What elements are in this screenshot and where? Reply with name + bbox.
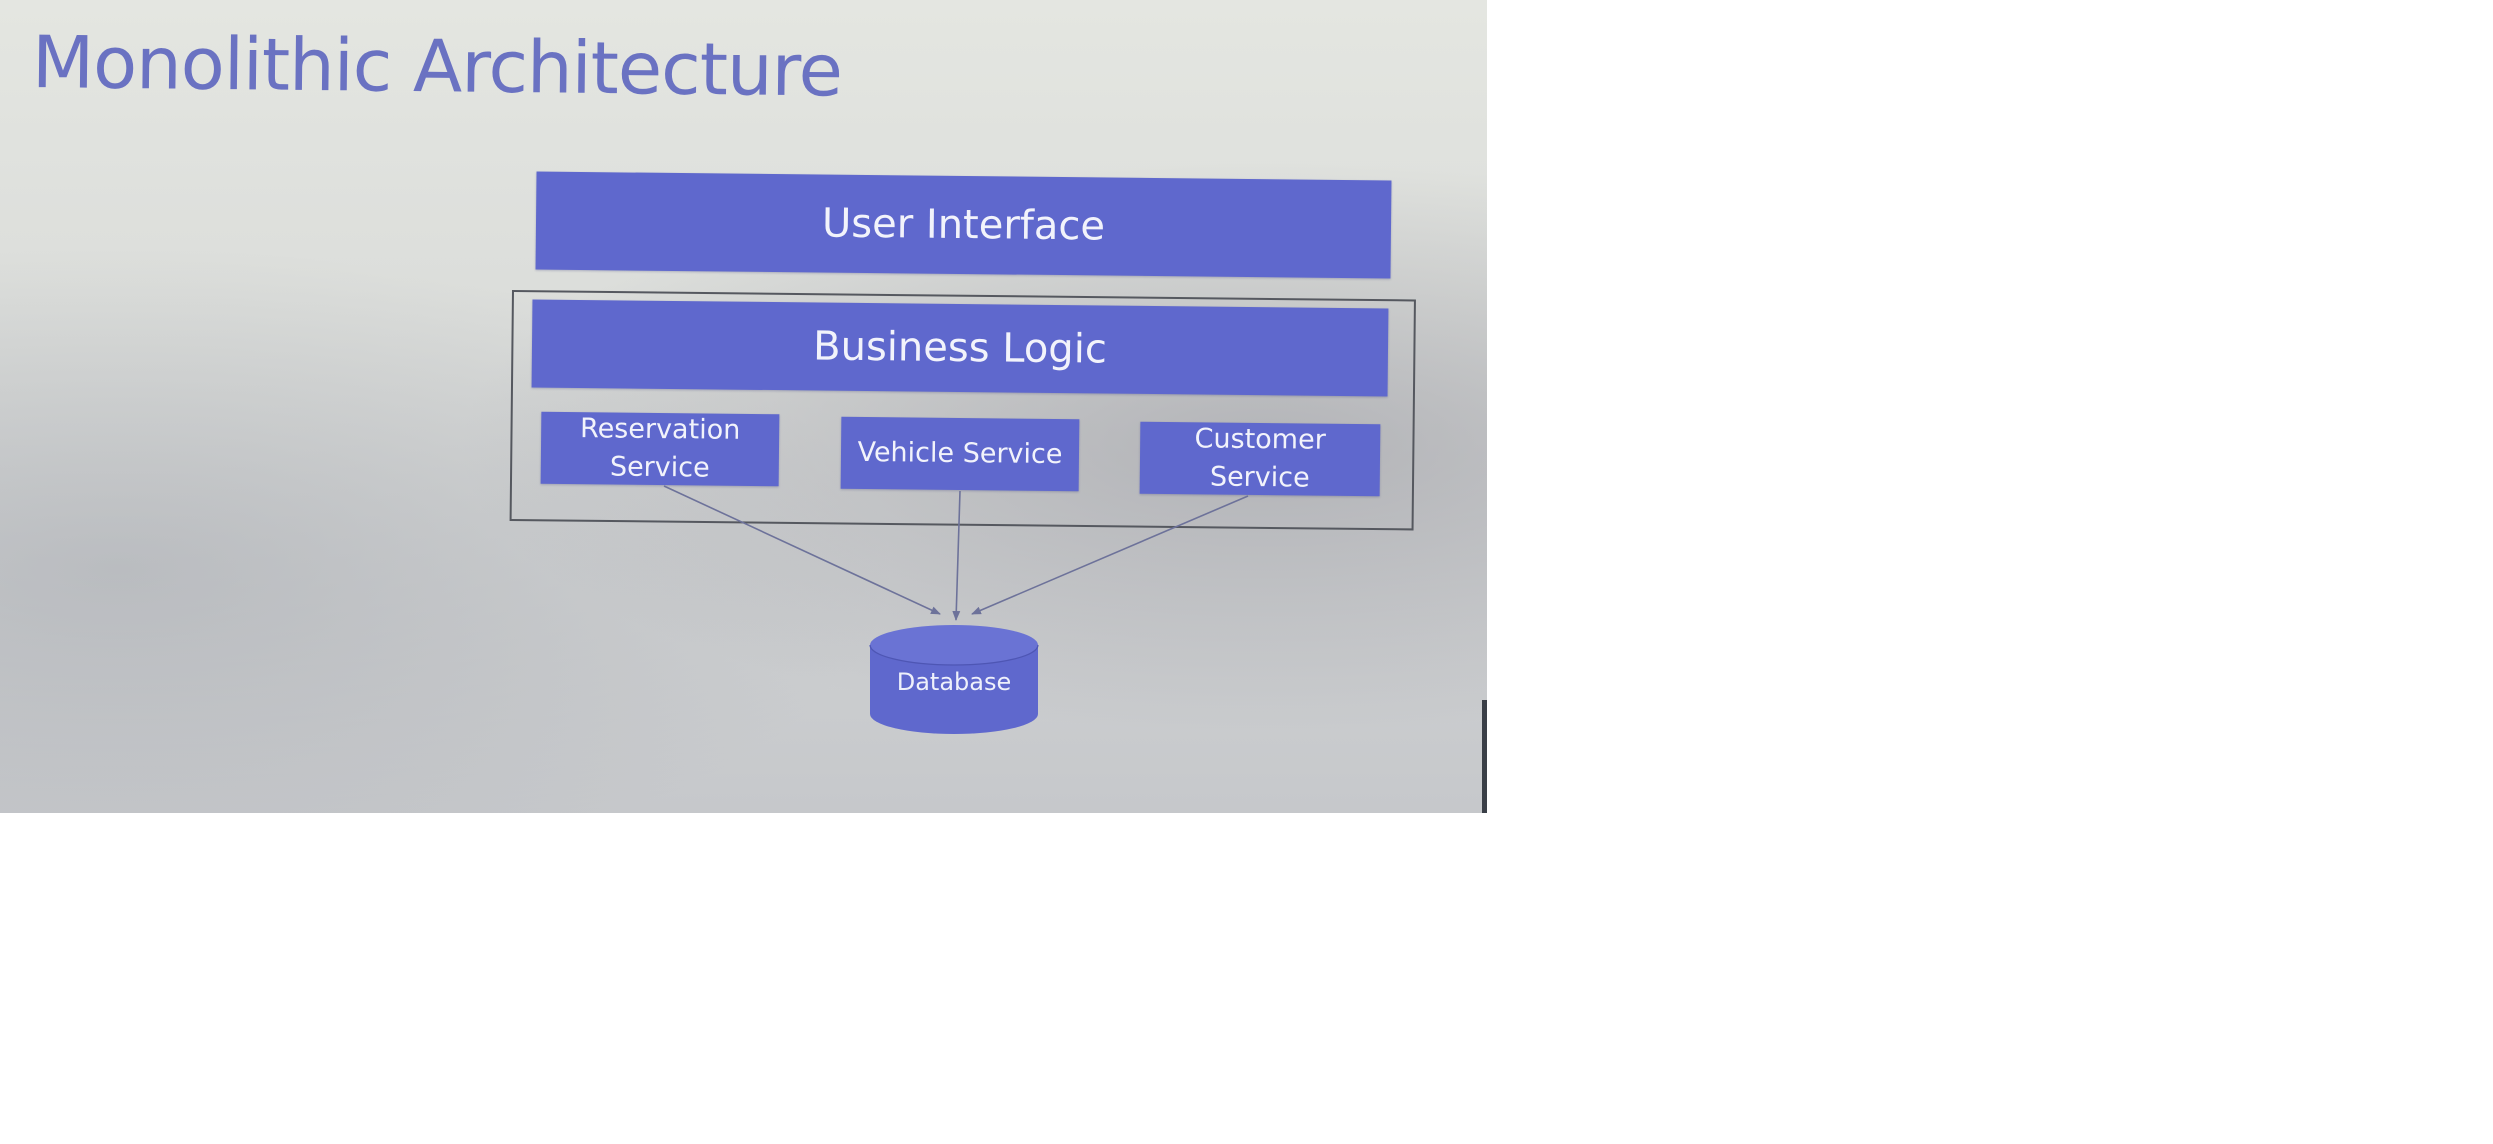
- slide-photo: Monolithic Architecture User Interface B…: [0, 0, 1487, 813]
- customer-service-line1: Customer: [1194, 423, 1326, 456]
- customer-service-line2: Service: [1209, 461, 1310, 494]
- database-label: Database: [896, 668, 1012, 696]
- reservation-service-box: Reservation Service: [540, 410, 780, 488]
- reservation-service-label: Reservation Service: [580, 410, 741, 488]
- vehicle-service-label: Vehicle Service: [857, 436, 1063, 471]
- vehicle-service-box: Vehicle Service: [840, 416, 1080, 492]
- business-logic-box: Business Logic: [531, 299, 1389, 397]
- customer-service-box: Customer Service: [1139, 420, 1381, 497]
- business-logic-label: Business Logic: [812, 323, 1108, 373]
- user-interface-label: User Interface: [821, 200, 1106, 250]
- reservation-service-line2: Service: [609, 451, 710, 484]
- slide-title: Monolithic Architecture: [31, 20, 843, 113]
- monitor-bezel-edge: [1482, 700, 1487, 813]
- customer-service-label: Customer Service: [1194, 420, 1326, 497]
- reservation-service-line1: Reservation: [579, 413, 741, 446]
- user-interface-box: User Interface: [535, 171, 1392, 279]
